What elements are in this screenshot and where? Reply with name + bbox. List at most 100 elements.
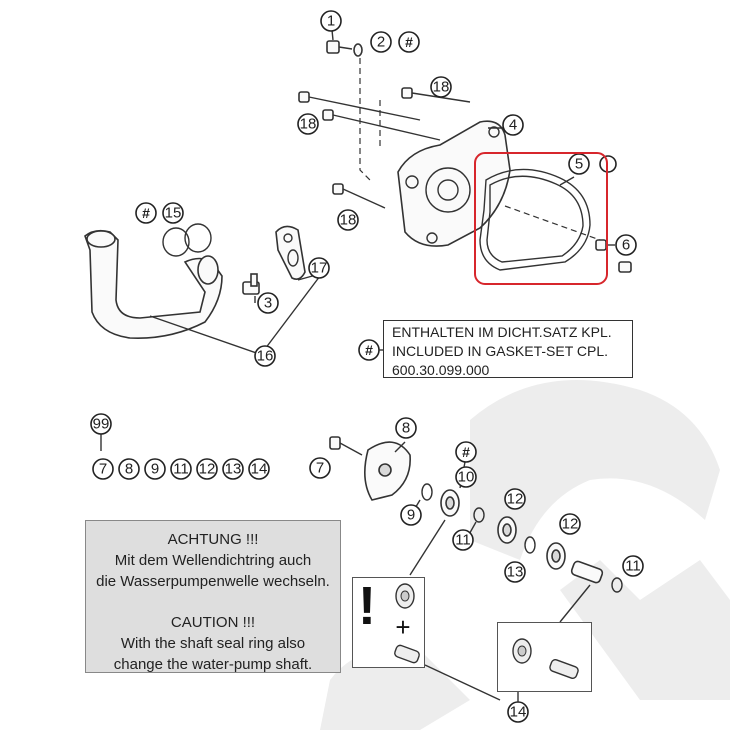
gasket-note-part-number: 600.30.099.000 (392, 362, 490, 378)
callout-9: 9 (400, 504, 422, 526)
svg-text:11: 11 (455, 532, 471, 549)
svg-text:2: 2 (377, 34, 385, 51)
impeller-part (329, 436, 411, 501)
svg-text:12: 12 (507, 491, 524, 508)
svg-text:5: 5 (575, 156, 583, 173)
callout-8: 8 (395, 417, 417, 439)
bolts-top (298, 40, 471, 209)
callout-11b: 11 (622, 555, 644, 577)
callout-15: 15 (162, 202, 184, 224)
callout-11a: 11 (452, 529, 474, 551)
caution-de-title: ACHTUNG !!! (167, 531, 259, 548)
svg-text:9: 9 (407, 507, 415, 524)
svg-text:12: 12 (562, 516, 579, 533)
svg-text:11: 11 (173, 461, 189, 478)
caution-en-line-1: With the shaft seal ring also (120, 635, 306, 652)
flange-part (275, 225, 306, 280)
kit-item: 9 (144, 458, 166, 480)
callout-4: 4 (502, 114, 524, 136)
svg-text:17: 17 (311, 260, 328, 277)
callout-18a: 18 (430, 76, 452, 98)
svg-text:#: # (142, 205, 150, 221)
svg-text:#: # (405, 34, 413, 50)
kit-item: 14 (248, 458, 270, 480)
svg-text:9: 9 (151, 461, 159, 478)
caution-note: ACHTUNG !!! Mit dem Wellendichtring auch… (85, 520, 341, 673)
caution-de-line-1: Mit dem Wellendichtring auch (114, 552, 312, 569)
callout-16: 16 (254, 345, 276, 367)
water-hose-part (84, 229, 223, 339)
svg-text:99: 99 (93, 416, 110, 433)
callout-6: 6 (615, 234, 637, 256)
hash-callout-2: # (398, 31, 420, 53)
svg-text:10: 10 (458, 469, 475, 486)
hash-callout-note: # (358, 339, 380, 361)
callout-3: 3 (257, 292, 279, 314)
callout-12b: 12 (559, 513, 581, 535)
detail-drawing-2 (512, 638, 579, 679)
callout-5: 5 (568, 153, 590, 175)
hash-callout-15: # (135, 202, 157, 224)
svg-text:18: 18 (300, 116, 317, 133)
kit-item: 7 (92, 458, 114, 480)
callout-13: 13 (504, 561, 526, 583)
o-rings-part (162, 223, 212, 257)
svg-text:#: # (365, 342, 373, 358)
callout-2: 2 (370, 31, 392, 53)
kit-item: 11 (170, 458, 192, 480)
svg-text:18: 18 (433, 79, 450, 96)
svg-text:15: 15 (165, 205, 182, 222)
svg-text:12: 12 (199, 461, 216, 478)
kit-item: 13 (222, 458, 244, 480)
callout-1-label: 1 (327, 13, 335, 30)
detail-drawing: ! + (358, 576, 420, 664)
callout-17: 17 (308, 257, 330, 279)
gasket-highlight-box (474, 152, 608, 285)
callout-18b: 18 (297, 113, 319, 135)
callout-14: 14 (507, 701, 529, 723)
svg-text:18: 18 (340, 212, 357, 229)
svg-text:13: 13 (507, 564, 524, 581)
kit-item: 12 (196, 458, 218, 480)
callout-99: 99 (90, 413, 112, 435)
gasket-note-line-2: INCLUDED IN GASKET-SET CPL. (392, 343, 609, 359)
gasket-note-line-1: ENTHALTEN IM DICHT.SATZ KPL. (392, 324, 612, 340)
svg-text:#: # (462, 444, 470, 460)
svg-text:16: 16 (257, 348, 274, 365)
svg-text:8: 8 (402, 420, 410, 437)
callout-18c: 18 (337, 209, 359, 231)
svg-text:4: 4 (509, 117, 517, 134)
gasket-part (479, 168, 601, 271)
svg-text:14: 14 (510, 704, 527, 721)
callout-1: 1 (320, 10, 342, 32)
kit-item: 8 (118, 458, 140, 480)
svg-text:6: 6 (622, 237, 630, 254)
svg-text:14: 14 (251, 461, 268, 478)
gasket-set-note: ENTHALTEN IM DICHT.SATZ KPL. INCLUDED IN… (383, 320, 633, 378)
svg-text:3: 3 (264, 295, 272, 312)
callout-7b: 7 (309, 457, 331, 479)
plus-sign: + (395, 612, 410, 642)
callout-12a: 12 (504, 488, 526, 510)
callout-10: 10 (455, 466, 477, 488)
shaft-seal-detail-box: ! + (352, 576, 425, 668)
exclamation-mark: ! (358, 578, 376, 636)
assembly-line-1 (359, 58, 373, 183)
screw-6-part (595, 239, 632, 273)
svg-text:7: 7 (316, 460, 324, 477)
svg-text:8: 8 (125, 461, 133, 478)
svg-text:11: 11 (625, 558, 641, 575)
caution-en-title: CAUTION !!! (170, 614, 256, 631)
caution-de-line-2: die Wasserpumpenwelle wechseln. (96, 573, 330, 590)
svg-text:7: 7 (99, 461, 107, 478)
kit-items-row: 7 8 9 11 12 13 14 (92, 458, 270, 480)
watermark-logo (320, 380, 730, 730)
caution-en-line-2: change the water-pump shaft. (113, 656, 313, 673)
bearings-and-seals (409, 483, 623, 701)
svg-text:13: 13 (225, 461, 242, 478)
hash-callout-10: # (455, 441, 477, 463)
shaft-detail-box (497, 622, 592, 692)
bolt-3-part (242, 273, 260, 295)
